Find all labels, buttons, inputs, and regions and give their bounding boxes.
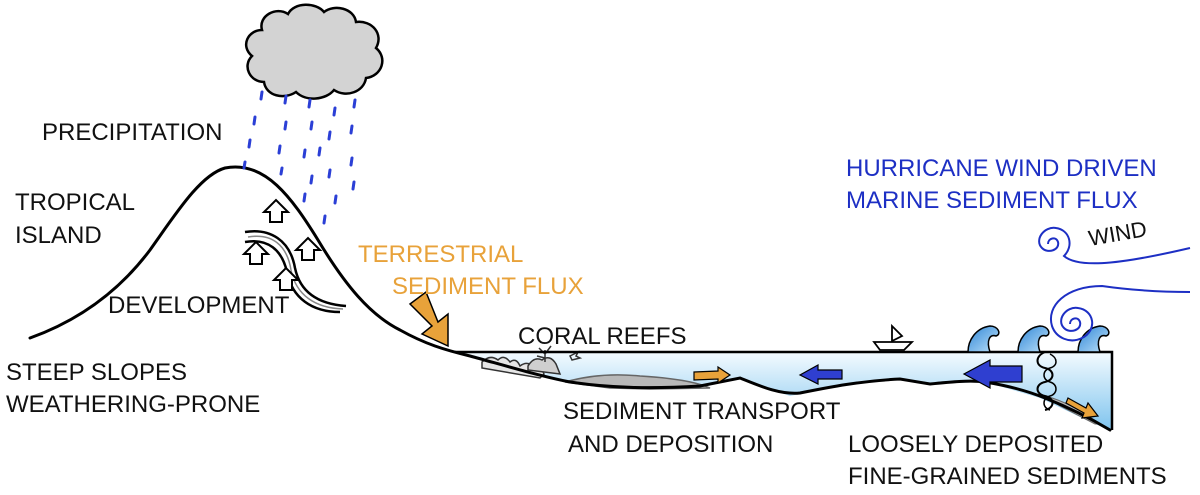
label-loosely-deposited-line2: FINE-GRAINED SEDIMENTS	[848, 463, 1167, 490]
label-tropical-island-line2: ISLAND	[15, 222, 102, 249]
water-column-swirl-icon-2	[1043, 353, 1057, 411]
wind-swirl-icon	[1038, 226, 1191, 342]
rain-icon	[242, 90, 357, 225]
road-center-line	[247, 235, 344, 310]
sea-surface	[455, 350, 1114, 430]
cloud-icon	[244, 3, 384, 100]
label-steep-slopes-line2: WEATHERING-PRONE	[6, 391, 260, 418]
label-hurricane-line2: MARINE SEDIMENT FLUX	[846, 187, 1138, 214]
label-steep-slopes-line1: STEEP SLOPES	[6, 359, 187, 386]
label-hurricane-line1: HURRICANE WIND DRIVEN	[846, 155, 1157, 182]
label-loosely-deposited-line1: LOOSELY DEPOSITED	[848, 431, 1103, 458]
label-terrestrial-flux-line1: TERRESTRIAL	[358, 241, 523, 268]
wave-icon	[967, 325, 1110, 353]
label-tropical-island-line1: TROPICAL	[15, 189, 135, 216]
label-sediment-transport-line2: AND DEPOSITION	[568, 431, 773, 458]
label-terrestrial-flux-line2: SEDIMENT FLUX	[392, 273, 584, 300]
label-coral-reefs: CORAL REEFS	[518, 323, 686, 350]
label-development: DEVELOPMENT	[108, 292, 290, 319]
label-precipitation: PRECIPITATION	[42, 119, 222, 146]
label-sediment-transport-line1: SEDIMENT TRANSPORT	[563, 398, 841, 425]
water-column-swirl-icon	[1036, 351, 1054, 411]
terrestrial-flux-arrow-icon	[408, 290, 449, 348]
boat-icon	[872, 323, 915, 351]
marine-flux-arrow-icon	[962, 358, 1023, 390]
label-wind: WIND	[1087, 216, 1149, 251]
house-icon	[241, 198, 323, 291]
transport-arrow-orange-icon	[693, 365, 732, 385]
transport-arrow-blue-icon	[798, 363, 843, 385]
island-profile	[28, 165, 1112, 432]
deposition-arrow-orange-icon	[1065, 397, 1100, 419]
